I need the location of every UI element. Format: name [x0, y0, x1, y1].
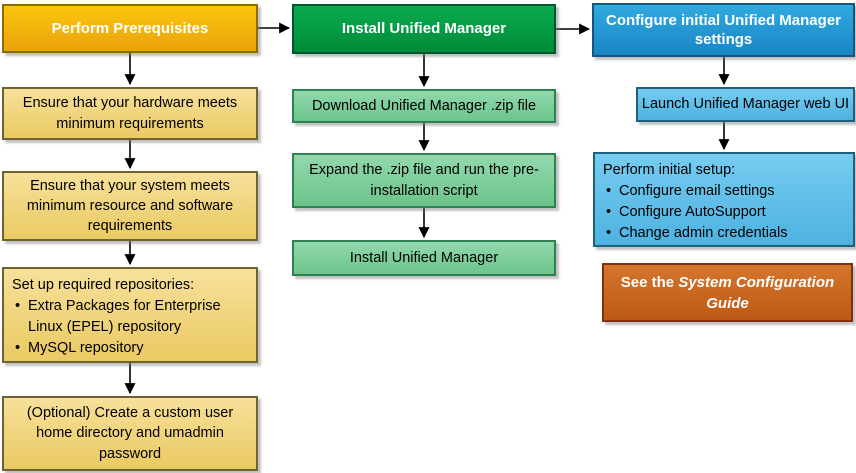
step-launch-web-ui-label: Launch Unified Manager web UI: [641, 96, 850, 113]
prerequisites-header-label: Perform Prerequisites: [51, 19, 209, 37]
setup-bullet-credentials-label: Change admin credentials: [619, 225, 788, 242]
step-initial-setup-title: Perform initial setup:: [603, 162, 736, 178]
step-setup-repositories: Set up required repositories: • Extra Pac…: [2, 267, 258, 363]
setup-bullet-credentials: • Change admin credentials: [603, 223, 845, 244]
note-prefix: See the: [620, 273, 679, 291]
repository-bullet-mysql-label: MySQL repository: [28, 340, 144, 357]
install-header-label: Install Unified Manager: [341, 20, 507, 38]
step-download-zip-label: Download Unified Manager .zip file: [311, 97, 537, 114]
bullet-icon: •: [606, 204, 612, 221]
bullet-icon: •: [606, 225, 612, 242]
step-custom-home-directory: (Optional) Create a custom user home dir…: [2, 396, 258, 471]
note-system-configuration-guide: See the System Configuration Guide: [602, 263, 853, 322]
repository-bullet-epel: • Extra Packages for Enterprise Linux (EP…: [12, 296, 248, 338]
bullet-icon: •: [15, 340, 21, 357]
step-system-requirements: Ensure that your system meets minimum re…: [2, 171, 258, 241]
install-header: Install Unified Manager: [292, 4, 556, 54]
step-install-unified-manager: Install Unified Manager: [292, 240, 556, 276]
setup-bullet-email: • Configure email settings: [603, 181, 845, 202]
configure-header: Configure initial Unified Manager settin…: [592, 3, 855, 57]
setup-bullet-autosupport-label: Configure AutoSupport: [619, 204, 766, 221]
step-system-requirements-label: Ensure that your system meets minimum re…: [26, 177, 234, 235]
configure-header-label: Configure initial Unified Manager settin…: [605, 11, 841, 49]
step-hardware-requirements-label: Ensure that your hardware meets minimum …: [22, 95, 238, 132]
prerequisites-header: Perform Prerequisites: [2, 4, 258, 53]
setup-bullet-email-label: Configure email settings: [619, 183, 775, 200]
step-install-unified-manager-label: Install Unified Manager: [349, 249, 499, 266]
bullet-icon: •: [606, 183, 612, 200]
setup-bullet-autosupport: • Configure AutoSupport: [603, 202, 845, 223]
note-text: See the System Configuration Guide: [608, 272, 847, 314]
step-download-zip: Download Unified Manager .zip file: [292, 89, 556, 123]
step-expand-zip: Expand the .zip file and run the pre-ins…: [292, 153, 556, 208]
note-guide-title: System Configuration Guide: [678, 273, 835, 312]
step-initial-setup: Perform initial setup: • Configure email …: [593, 152, 855, 247]
bullet-icon: •: [15, 298, 21, 315]
repository-bullet-mysql: • MySQL repository: [12, 338, 248, 359]
step-launch-web-ui: Launch Unified Manager web UI: [636, 87, 855, 122]
step-hardware-requirements: Ensure that your hardware meets minimum …: [2, 87, 258, 140]
step-setup-repositories-title: Set up required repositories:: [12, 277, 195, 293]
step-custom-home-directory-label: (Optional) Create a custom user home dir…: [26, 405, 234, 462]
repository-bullet-epel-label: Extra Packages for Enterprise Linux (EPE…: [28, 298, 221, 336]
step-expand-zip-label: Expand the .zip file and run the pre-ins…: [309, 162, 539, 199]
